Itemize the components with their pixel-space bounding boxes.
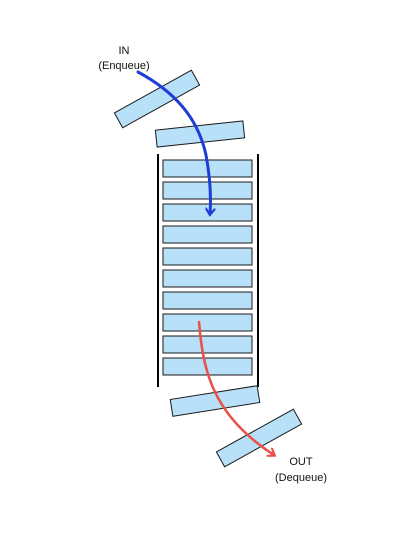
queue-slot xyxy=(162,181,253,200)
out-label-line1: OUT xyxy=(289,456,313,468)
outgoing-block-upper xyxy=(169,385,261,417)
out-label: OUT (Dequeue) xyxy=(275,456,327,484)
queue-slot xyxy=(162,203,253,222)
queue-slot xyxy=(162,269,253,288)
outgoing-block-lower xyxy=(215,408,303,468)
queue-slot xyxy=(162,335,253,354)
queue-slot xyxy=(162,225,253,244)
dequeue-arrow xyxy=(197,320,274,455)
queue-slot xyxy=(162,247,253,266)
queue-slot xyxy=(162,313,253,332)
out-label-line2: (Dequeue) xyxy=(275,472,327,484)
queue-slot xyxy=(162,291,253,310)
in-label-line2: (Enqueue) xyxy=(98,60,149,72)
in-label: IN (Enqueue) xyxy=(98,45,149,72)
queue-slots xyxy=(162,159,253,376)
in-label-line1: IN xyxy=(119,45,130,57)
enqueue-arrow xyxy=(136,70,211,214)
incoming-block-top xyxy=(113,69,201,129)
